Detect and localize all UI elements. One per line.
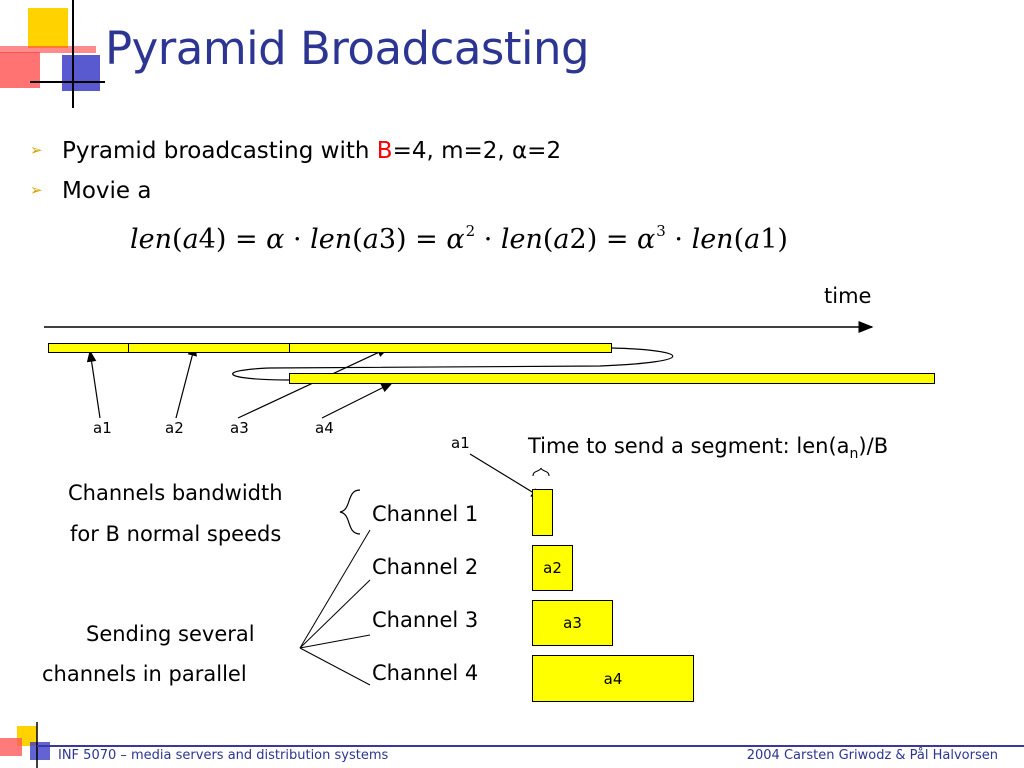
timeline-segment-a2 <box>128 343 290 353</box>
segment-label: a3 <box>230 419 249 437</box>
timeline-segment-a1 <box>48 343 129 353</box>
segment-label: a2 <box>165 419 184 437</box>
bullet-highlight: B <box>376 138 393 164</box>
channel-4-label: Channel 4 <box>372 661 479 685</box>
channel-2-label: Channel 2 <box>372 555 479 579</box>
bandwidth-note-line1: Channels bandwidth <box>68 481 283 505</box>
segment-label: a1 <box>93 419 112 437</box>
formula: len(a4) = α · len(a3) = α2 · len(a2) = α… <box>130 222 788 255</box>
channel-1-box <box>532 489 553 536</box>
channel-2-box: a2 <box>532 545 573 591</box>
channel-box-label: a2 <box>543 559 562 577</box>
parallel-note-line1: Sending several <box>86 622 255 646</box>
bullet-item-1: ➢ Pyramid broadcasting with B=4, m=2, α=2 <box>30 138 561 164</box>
bullet-text: Movie a <box>62 178 152 204</box>
channel-1-label: Channel 1 <box>372 502 479 526</box>
bullet-text-suffix: =4, m=2, α=2 <box>392 138 562 164</box>
channel-3-label: Channel 3 <box>372 608 479 632</box>
channel-box-label: a3 <box>563 614 582 632</box>
parallel-note-line2: channels in parallel <box>42 662 247 686</box>
timeline-segment-a3 <box>289 343 612 353</box>
footer-course: INF 5070 – media servers and distributio… <box>58 748 389 763</box>
bullet-arrow-icon: ➢ <box>30 141 43 159</box>
timeline-segment-a4 <box>289 373 935 384</box>
channel-box-label: a4 <box>603 669 623 688</box>
segment-label: a4 <box>315 419 334 437</box>
a1-pointer-label: a1 <box>451 434 470 452</box>
page-title: Pyramid Broadcasting <box>105 22 590 75</box>
bandwidth-note-line2: for B normal speeds <box>70 522 282 546</box>
bullet-item-2: ➢ Movie a <box>30 178 151 204</box>
footer-divider <box>37 745 1024 747</box>
logo-decoration <box>0 0 105 108</box>
bullet-text: Pyramid broadcasting with <box>62 138 377 164</box>
footer-authors: 2004 Carsten Griwodz & Pål Halvorsen <box>746 748 998 763</box>
channel-3-box: a3 <box>532 600 613 646</box>
channel-4-box: a4 <box>532 655 694 702</box>
send-time-text: Time to send a segment: len(an)/B <box>528 434 889 463</box>
time-label: time <box>824 284 872 308</box>
bullet-arrow-icon: ➢ <box>30 181 43 199</box>
